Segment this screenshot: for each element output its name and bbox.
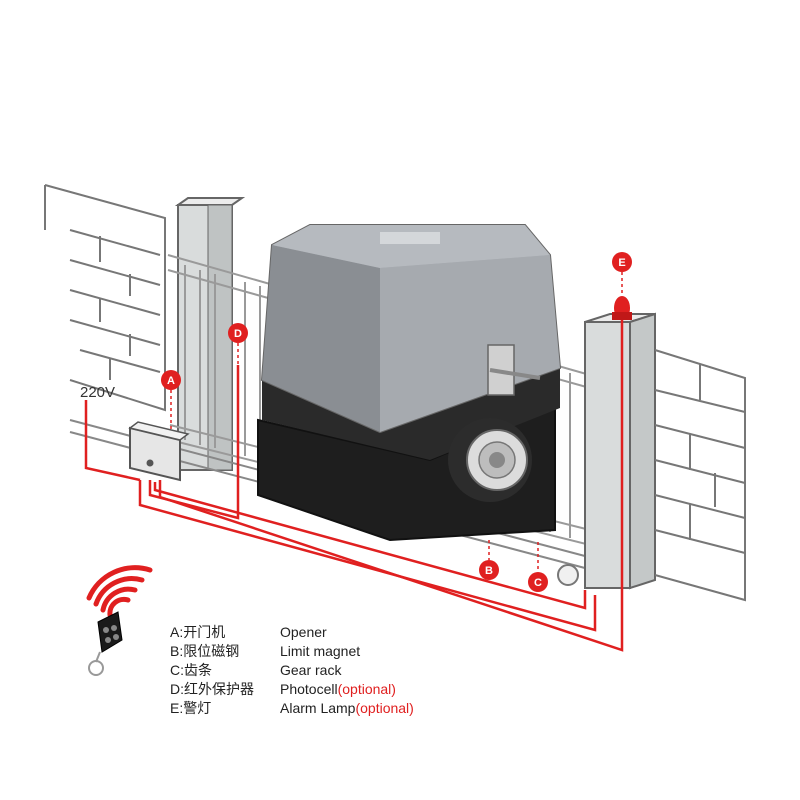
legend-code: C:齿条 (170, 661, 212, 678)
legend-name: Limit magnet (280, 642, 361, 659)
legend-row-d: D:红外保护器 Photocell(optional) (170, 679, 490, 698)
legend-code: B:限位磁钢 (170, 642, 240, 659)
marker-leaders (170, 272, 623, 572)
right-pillar (584, 312, 656, 590)
legend-name: Opener (280, 623, 327, 640)
gate-wheel (557, 564, 579, 586)
marker-b-label: B (485, 565, 493, 577)
left-pillar (174, 197, 246, 471)
marker-c-label: C (534, 577, 542, 589)
voltage-label: 220V (80, 384, 116, 401)
remote-control-icon (88, 611, 123, 676)
legend-name-text: Photocell (280, 680, 338, 697)
marker-e: E (612, 252, 632, 272)
legend: A:开门机 Opener B:限位磁钢 Limit magnet C:齿条 Ge… (170, 622, 490, 717)
marker-a: A (161, 370, 181, 390)
optional-tag: (optional) (355, 699, 414, 716)
legend-row-e: E:警灯 Alarm Lamp(optional) (170, 698, 490, 717)
right-wall (654, 349, 746, 602)
left-wall (44, 184, 166, 412)
marker-e-label: E (618, 257, 625, 269)
legend-row-b: B:限位磁钢 Limit magnet (170, 641, 490, 660)
legend-code: D:红外保护器 (170, 680, 254, 697)
legend-row-a: A:开门机 Opener (170, 622, 490, 641)
optional-tag: (optional) (337, 680, 396, 697)
legend-row-c: C:齿条 Gear rack (170, 660, 490, 679)
marker-d-label: D (234, 328, 242, 340)
legend-name: Photocell(optional) (280, 681, 396, 697)
marker-b: B (479, 560, 499, 580)
alarm-lamp (612, 296, 632, 320)
legend-name: Alarm Lamp(optional) (280, 700, 414, 716)
legend-code: E:警灯 (170, 699, 212, 716)
control-box (128, 421, 190, 482)
marker-a-label: A (167, 375, 175, 387)
wireless-signal-icon (86, 565, 153, 618)
wiring (84, 318, 624, 652)
marker-d: D (228, 323, 248, 343)
motor-opener (257, 224, 562, 542)
legend-name-text: Alarm Lamp (280, 699, 356, 716)
marker-c: C (528, 572, 548, 592)
legend-code: A:开门机 (170, 623, 226, 640)
legend-name: Gear rack (280, 661, 342, 678)
